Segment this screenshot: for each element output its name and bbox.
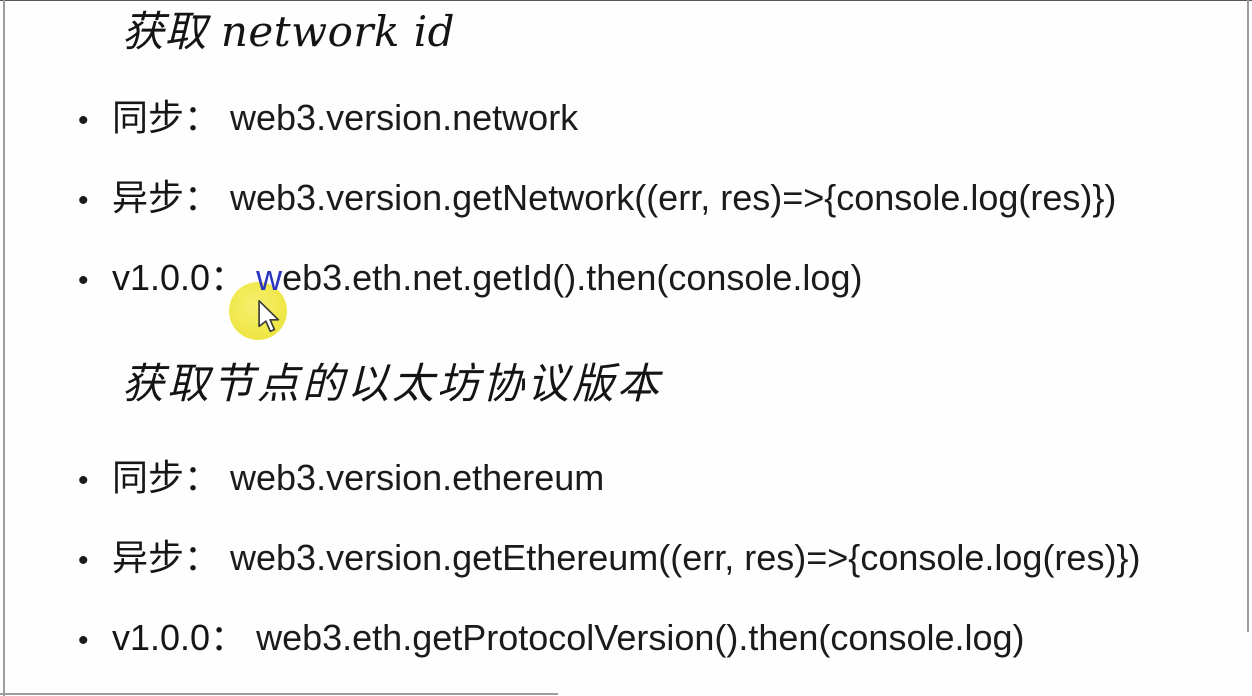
code-text: web3.version.network	[230, 97, 579, 138]
bullet-row-async-network: • 异步： web3.version.getNetwork((err, res)…	[78, 176, 1116, 223]
code-text: web3.version.getEthereum((err, res)=>{co…	[230, 537, 1141, 578]
bullet-row-async-ethereum: • 异步： web3.version.getEthereum((err, res…	[78, 536, 1140, 583]
bullet-icon: •	[78, 464, 89, 497]
bullet-icon: •	[78, 624, 89, 657]
bullet-icon: •	[78, 184, 89, 217]
section-title-network-id: 获取 network id	[122, 7, 456, 56]
window-edge-right	[1247, 0, 1249, 632]
bullet-label: 同步：	[112, 97, 221, 138]
code-text: web3.version.getNetwork((err, res)=>{con…	[230, 177, 1117, 218]
bullet-icon: •	[78, 104, 89, 137]
code-text: web3.eth.net.getId().then(console.log)	[256, 257, 863, 298]
bullet-label: 异步：	[112, 537, 221, 578]
bullet-row-sync-network: • 同步： web3.version.network	[78, 96, 578, 143]
bullet-row-v1-getid: • v1.0.0： web3.eth.net.getId().then(cons…	[78, 256, 862, 303]
bullet-label: 异步：	[112, 177, 221, 218]
code-text: web3.version.ethereum	[230, 457, 605, 498]
bullet-icon: •	[78, 544, 89, 577]
bullet-icon: •	[78, 264, 89, 297]
mouse-cursor-icon	[258, 300, 280, 333]
bullet-label: 同步：	[112, 457, 221, 498]
code-text: web3.eth.getProtocolVersion().then(conso…	[256, 617, 1025, 658]
window-edge-left	[3, 0, 5, 696]
cursor-highlight-circle	[229, 282, 287, 340]
bullet-label: v1.0.0：	[112, 617, 247, 658]
window-edge-top	[0, 0, 1252, 1]
bullet-row-sync-ethereum: • 同步： web3.version.ethereum	[78, 456, 604, 503]
bullet-label: v1.0.0：	[112, 257, 247, 298]
section-title-protocol-version: 获取节点的以太坊协议版本	[122, 359, 663, 408]
window-edge-bottom	[0, 693, 558, 695]
bullet-row-v1-getprotocolversion: • v1.0.0： web3.eth.getProtocolVersion().…	[78, 616, 1025, 663]
